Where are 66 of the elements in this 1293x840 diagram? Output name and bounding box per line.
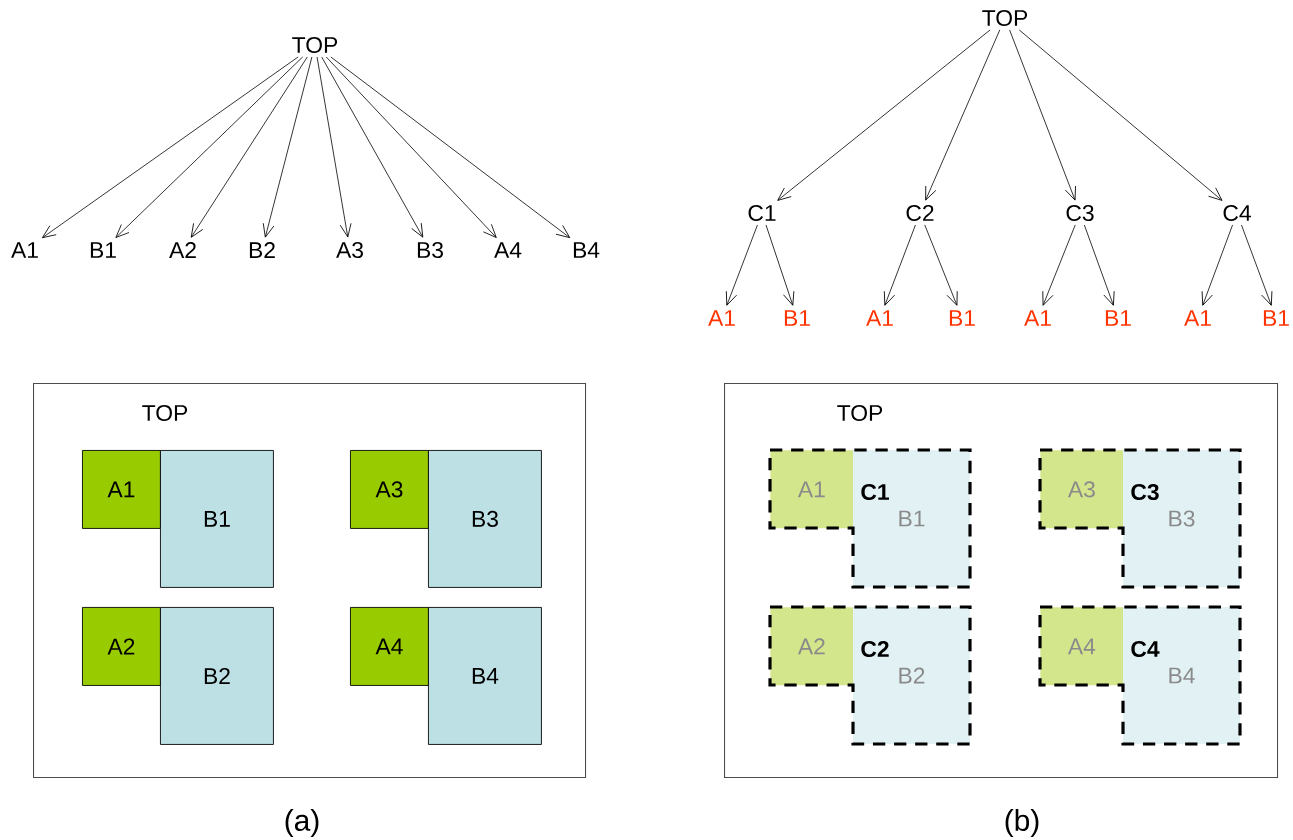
block-box: A4 bbox=[1040, 607, 1124, 686]
tree-label: A1 bbox=[11, 242, 38, 258]
region-label: C2 bbox=[861, 640, 889, 658]
tree-label: TOP bbox=[982, 9, 1028, 27]
block-label: B1 bbox=[899, 510, 925, 527]
tree-label: B1 bbox=[949, 310, 975, 326]
tree-label: B3 bbox=[417, 241, 443, 259]
block-box: B3 bbox=[428, 450, 542, 588]
block-box: B1 bbox=[160, 450, 274, 588]
arrow bbox=[1241, 224, 1273, 306]
tree-label: B1 bbox=[90, 242, 116, 258]
arrow bbox=[321, 56, 424, 238]
arrow bbox=[330, 56, 571, 239]
tree-label: A4 bbox=[494, 242, 522, 258]
block-box: A1 bbox=[82, 450, 161, 529]
tree-label: A3 bbox=[336, 241, 363, 259]
arrow bbox=[924, 224, 958, 306]
arrow bbox=[325, 56, 497, 238]
tree-label: A2 bbox=[169, 242, 196, 258]
block-box: A3 bbox=[1040, 450, 1124, 529]
tree-label: A1 bbox=[708, 310, 735, 326]
arrow bbox=[1201, 224, 1233, 306]
block-box: A3 bbox=[350, 450, 429, 529]
tree-label: C4 bbox=[1223, 204, 1251, 222]
tree-label: B4 bbox=[573, 242, 600, 258]
block-box: A2 bbox=[82, 607, 161, 686]
arrow bbox=[115, 56, 304, 238]
tree-label: C3 bbox=[1066, 204, 1094, 222]
block-box: A2 bbox=[770, 607, 854, 686]
arrow bbox=[925, 29, 1001, 201]
tree-label: B1 bbox=[1105, 310, 1131, 326]
region-label: C1 bbox=[861, 483, 889, 501]
arrow bbox=[1018, 29, 1223, 201]
block-box: A4 bbox=[350, 607, 429, 686]
arrow bbox=[262, 56, 313, 238]
block-label: B4 bbox=[1169, 667, 1195, 684]
arrow bbox=[1009, 29, 1076, 201]
tree-label: A1 bbox=[1184, 310, 1211, 326]
block-box: A1 bbox=[770, 450, 854, 529]
panel-title: TOP bbox=[837, 404, 883, 422]
arrow bbox=[725, 224, 758, 306]
arrow bbox=[765, 224, 795, 306]
tree-label: A1 bbox=[1024, 310, 1051, 326]
tree-label: B1 bbox=[1263, 310, 1289, 326]
tree-label: C1 bbox=[748, 204, 776, 222]
arrow bbox=[42, 56, 299, 239]
panel-title: TOP bbox=[142, 404, 188, 422]
arrow bbox=[777, 29, 991, 201]
region-label: C4 bbox=[1131, 640, 1160, 658]
tree-label: TOP bbox=[292, 36, 338, 54]
block-label: B2 bbox=[899, 667, 925, 684]
tree-label: C2 bbox=[906, 204, 934, 222]
panel-caption: (b) bbox=[1005, 809, 1039, 837]
arrow bbox=[316, 56, 352, 238]
arrow bbox=[883, 224, 916, 306]
arrow bbox=[1083, 224, 1115, 306]
tree-label: B2 bbox=[249, 242, 275, 258]
arrow bbox=[1042, 224, 1076, 306]
arrow bbox=[190, 56, 308, 238]
region-label: C3 bbox=[1131, 483, 1159, 501]
block-label: B3 bbox=[1169, 510, 1195, 527]
tree-label: A1 bbox=[866, 310, 893, 326]
block-box: B4 bbox=[428, 607, 542, 745]
block-box: B2 bbox=[160, 607, 274, 745]
tree-label: B1 bbox=[784, 310, 810, 326]
panel-caption: (a) bbox=[285, 809, 319, 837]
